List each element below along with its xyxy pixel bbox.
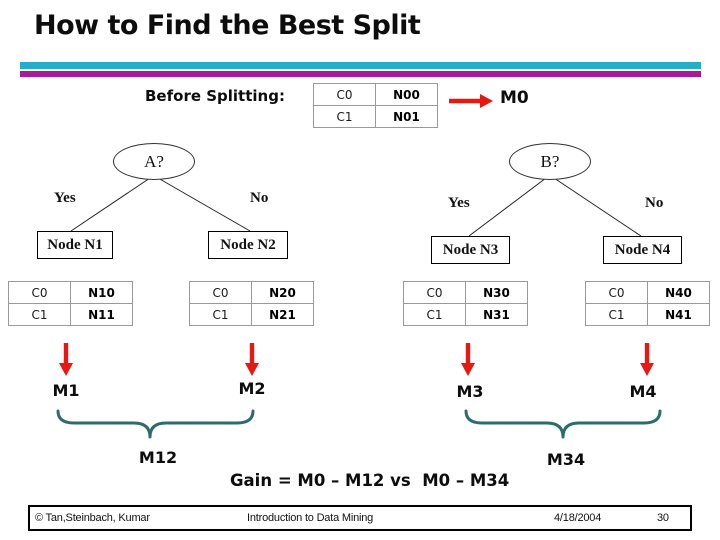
gain-formula: Gain = M0 – M12 vs M0 – M34 [230, 471, 510, 490]
table-cell: C0 [8, 281, 71, 304]
branch-a-yes-label: Yes [54, 190, 76, 206]
m1-label: M1 [52, 381, 80, 400]
branch-a-yes-line [70, 177, 151, 232]
node-n4-box: Node N4 [603, 236, 682, 264]
before-splitting-label: Before Splitting: [145, 87, 285, 105]
table-cell: C1 [403, 303, 466, 326]
attribute-a-node: A? [113, 143, 195, 180]
m3-label: M3 [456, 382, 484, 401]
footer-page-number: 30 [657, 512, 669, 524]
branch-b-no-line [553, 177, 642, 237]
node-n3-box: Node N3 [431, 236, 510, 264]
branch-b-yes-label: Yes [448, 195, 470, 211]
branch-b-yes-line [468, 177, 547, 237]
brace-m12-icon [56, 409, 255, 439]
table-cell: N40 [647, 281, 710, 304]
branch-a-no-label: No [250, 190, 269, 206]
branch-a-no-line [157, 177, 251, 232]
table-cell: N30 [465, 281, 528, 304]
node-n2-box: Node N2 [208, 231, 288, 259]
before-split-table: C0 N00 C1 N01 [313, 83, 438, 128]
footer-date: 4/18/2004 [554, 512, 602, 524]
table-cell: N21 [251, 303, 314, 326]
table-cell: N10 [70, 281, 133, 304]
table-cell: C1 [8, 303, 71, 326]
m0-label: M0 [500, 88, 529, 108]
table-cell: N01 [375, 105, 438, 128]
accent-bar-magenta [20, 71, 701, 77]
table-cell: C0 [313, 83, 376, 106]
table-cell: C1 [189, 303, 252, 326]
attribute-b-node: B? [509, 143, 591, 180]
m2-label: M2 [238, 379, 266, 398]
table-cell: C0 [189, 281, 252, 304]
table-cell: C0 [403, 281, 466, 304]
table-cell: C1 [585, 303, 648, 326]
page-title: How to Find the Best Split [34, 10, 421, 41]
accent-bar-teal [20, 62, 701, 69]
m4-label: M4 [629, 382, 657, 401]
table-cell: N00 [375, 83, 438, 106]
node-n1-box: Node N1 [37, 231, 113, 259]
table-cell: C0 [585, 281, 648, 304]
m12-label: M12 [138, 448, 178, 467]
table-cell: N41 [647, 303, 710, 326]
footer-bar: © Tan,Steinbach, Kumar Introduction to D… [28, 505, 692, 531]
table-cell: C1 [313, 105, 376, 128]
footer-copyright: © Tan,Steinbach, Kumar [35, 512, 150, 524]
m34-label: M34 [546, 450, 586, 469]
footer-title: Introduction to Data Mining [247, 512, 374, 524]
table-cell: N20 [251, 281, 314, 304]
brace-m34-icon [464, 409, 662, 439]
table-cell: N11 [70, 303, 133, 326]
table-cell: N31 [465, 303, 528, 326]
branch-b-no-label: No [645, 195, 664, 211]
